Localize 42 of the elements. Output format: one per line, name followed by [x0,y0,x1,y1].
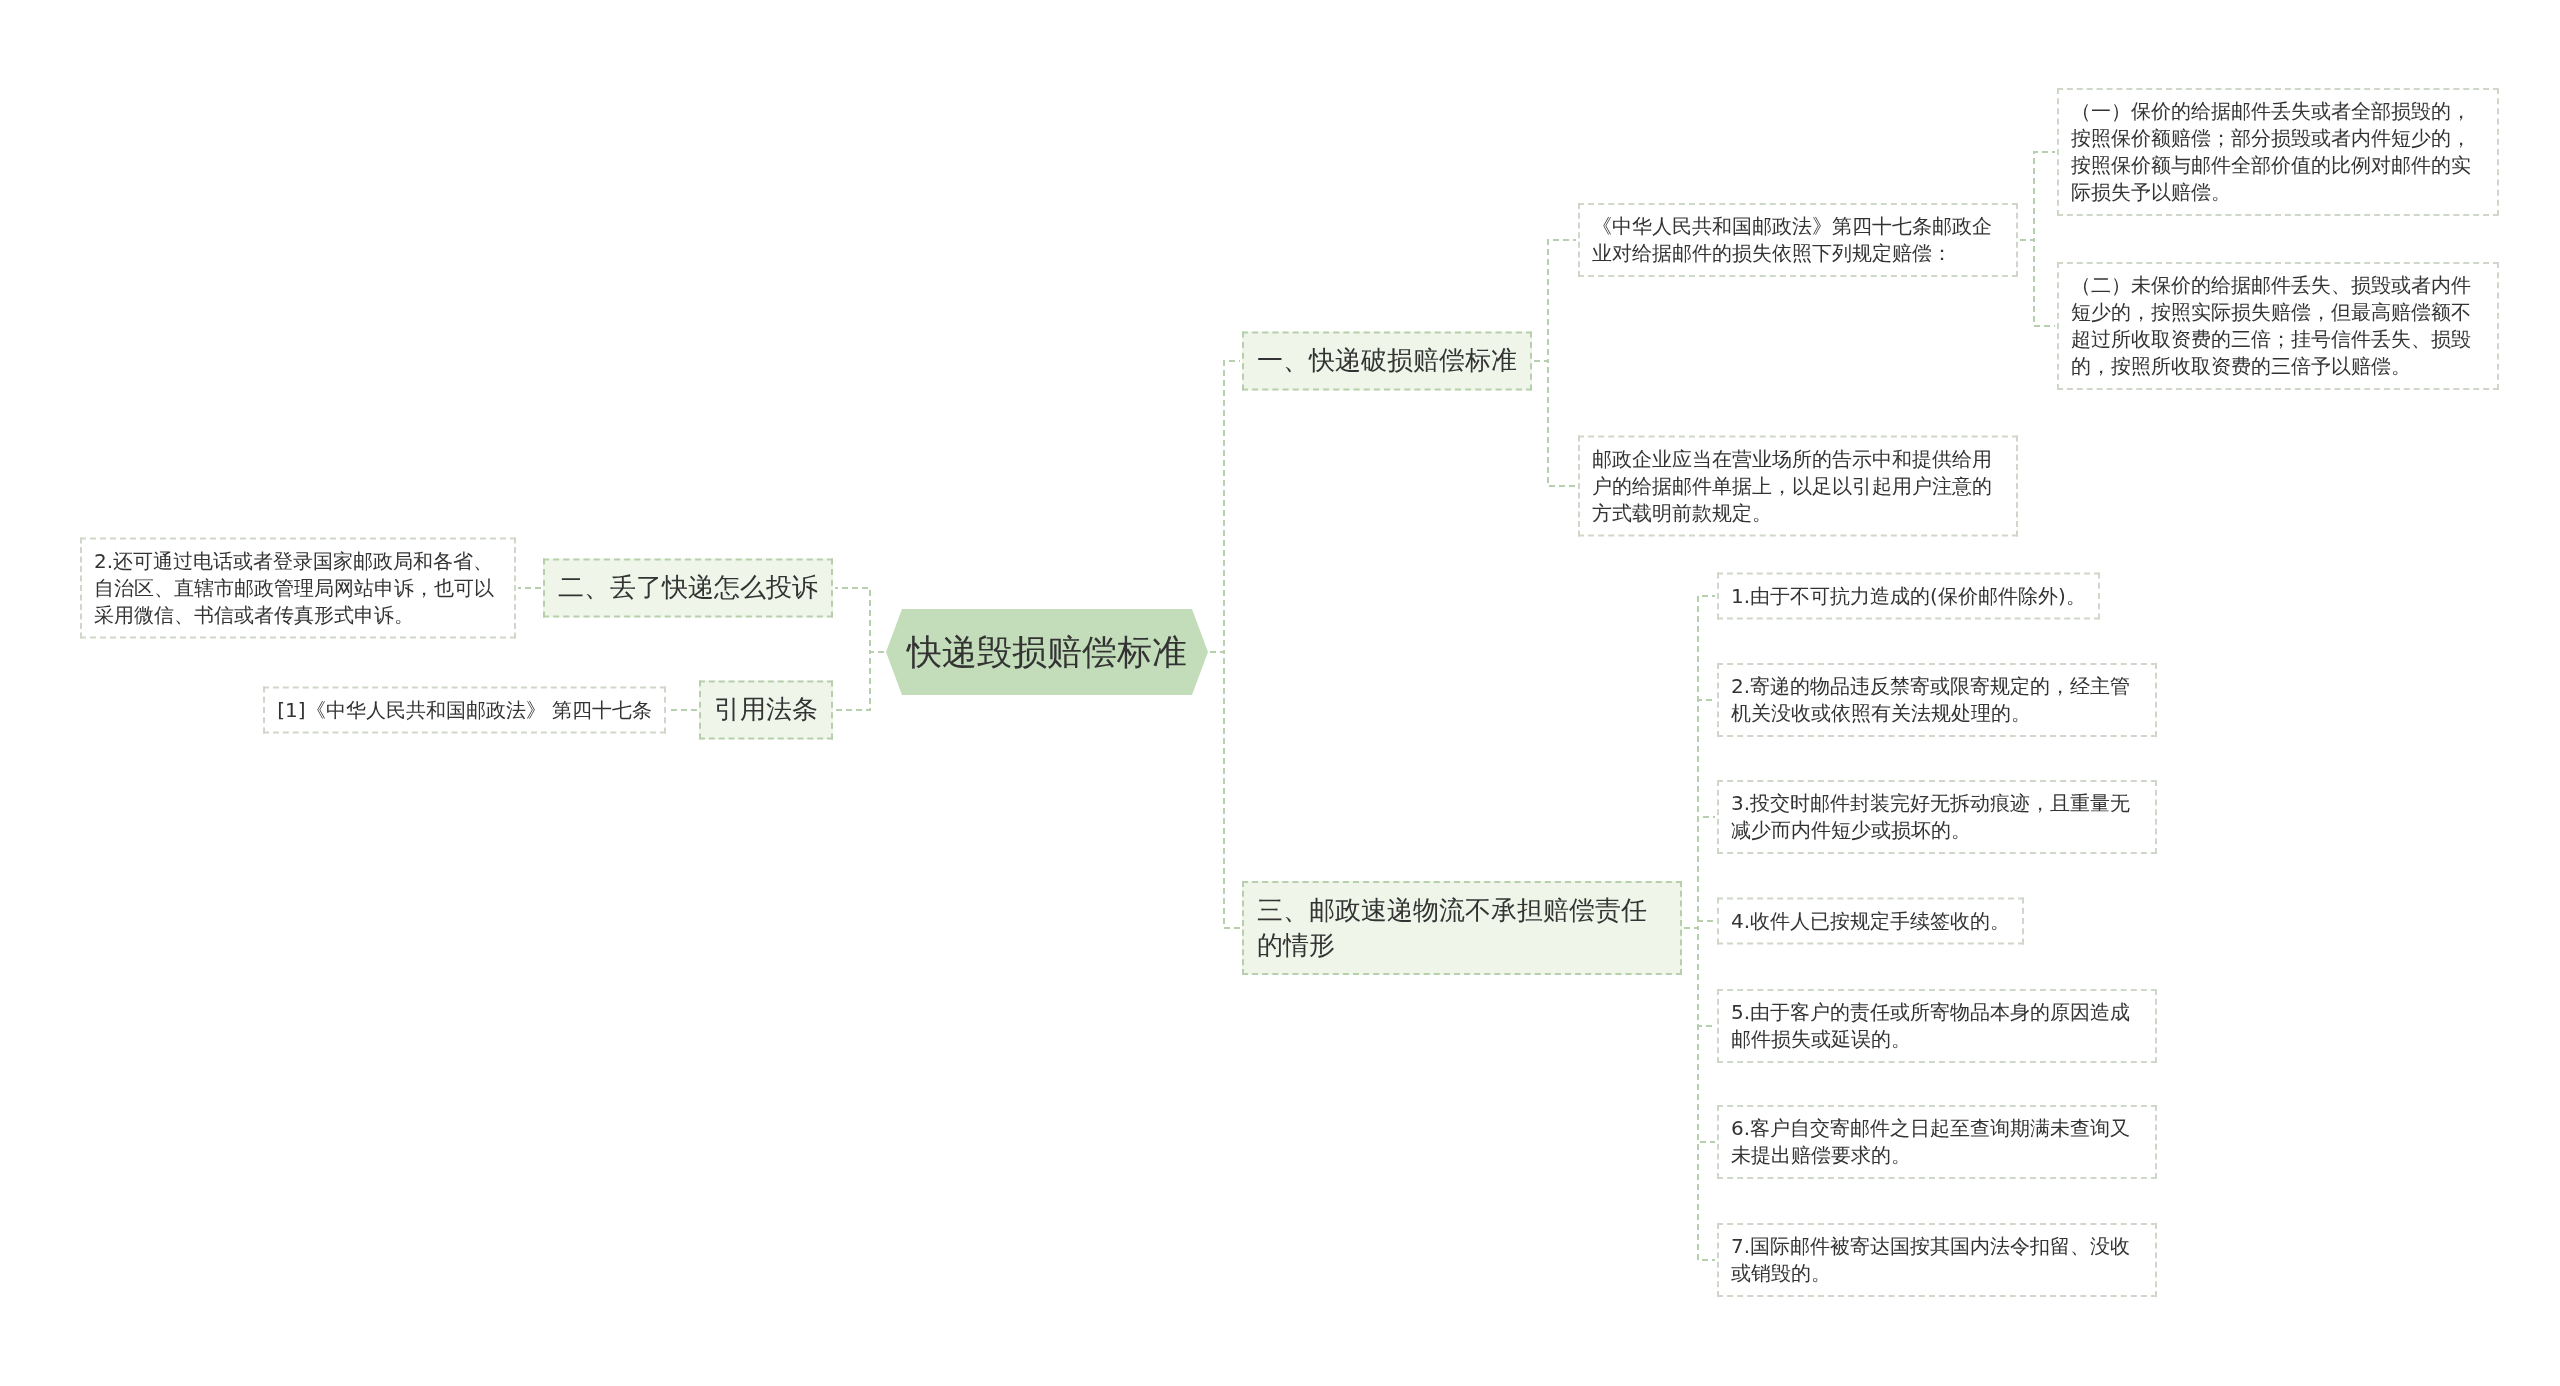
connector-line [517,587,542,589]
topic-box [1242,880,1682,976]
note-box [1717,780,2157,854]
note-text: 邮政企业应当在营业场所的告示中和提供给用户的给据邮件单据上，以足以引起用户注意的方式载明前款规定。 [1592,445,1993,527]
note-text: （一）保价的给据邮件丢失或者全部损毁的，按照保价额赔偿；部分损毁或者内件短少的，按照保价额与邮件全部价值的比例对邮件的实际损失予以赔偿。 [2071,98,2472,206]
topic-box [699,680,833,740]
note-text: 2.寄递的物品违反禁寄或限寄规定的，经主管机关没收或依照有关法规处理的。 [1731,673,2132,727]
central-topic-hexagon [886,609,1208,695]
note-box [1717,1223,2157,1297]
note-box [1717,897,2025,945]
topic-box [1242,331,1532,391]
central-topic-text: 快递毁损赔偿标准 [907,631,1187,673]
note-text: 3.投交时邮件封装完好无拆动痕迹，且重量无减少而内件短少或损坏的。 [1731,790,2132,844]
topic-text: 二、丢了快递怎么投诉 [558,571,818,605]
note-text: 4.收件人已按规定手续签收的。 [1731,907,2011,935]
note-text: 2.还可通过电话或者登录国家邮政局和各省、自治区、直辖市邮政管理局网站申诉，也可以采用微信、书信或者传真形式申诉。 [94,547,495,629]
note-text: （二）未保价的给据邮件丢失、损毁或者内件短少的，按照实际损失赔偿，但最高赔偿额不超过所收取资费的三倍；挂号信件丢失、损毁的，按照所收取资费的三倍予以赔偿。 [2071,272,2472,380]
note-box [2057,88,2499,216]
note-box [1578,435,2018,537]
connector-line [1683,927,1716,1261]
note-box [1717,572,2100,620]
note-text: [1]《中华人民共和国邮政法》 第四十七条 [277,696,652,724]
note-box [263,686,666,734]
note-text: 5.由于客户的责任或所寄物品本身的原因造成邮件损失或延误的。 [1731,999,2132,1053]
topic-text: 一、快递破损赔偿标准 [1257,344,1517,378]
note-box [1717,989,2157,1063]
topic-text: 三、邮政速递物流不承担赔偿责任的情形 [1257,893,1648,962]
note-box [2057,262,2499,390]
note-box [80,537,516,639]
topic-box [543,558,833,618]
connector-line [834,651,885,711]
connector-line [1533,360,1577,487]
note-text: 《中华人民共和国邮政法》第四十七条邮政企业对给据邮件的损失依照下列规定赔偿： [1592,213,1993,267]
note-box [1717,1105,2157,1179]
topic-text: 引用法条 [714,693,818,727]
note-text: 7.国际邮件被寄达国按其国内法令扣留、没收或销毁的。 [1731,1233,2132,1287]
connector-line [1209,651,1241,929]
connector-line [2019,239,2056,327]
note-text: 1.由于不可抗力造成的(保价邮件除外)。 [1731,582,2086,610]
note-box [1717,663,2157,737]
note-box [1578,203,2018,277]
note-text: 6.客户自交寄邮件之日起至查询期满未查询又未提出赔偿要求的。 [1731,1115,2132,1169]
